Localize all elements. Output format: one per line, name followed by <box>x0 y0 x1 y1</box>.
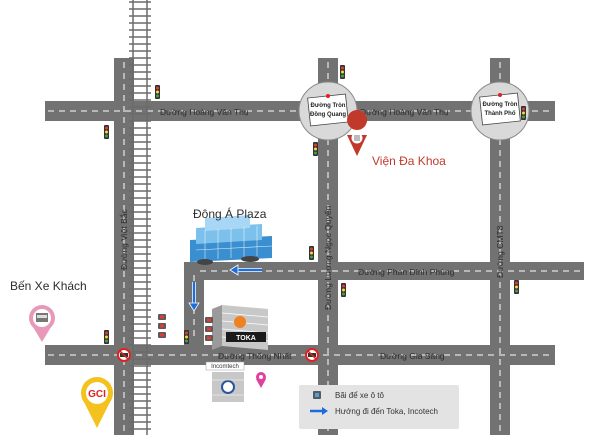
roundabout-thanh-pho: Đường Tròn Thành Phố <box>470 81 530 141</box>
traffic-light-icon <box>341 283 346 297</box>
traffic-light-icon <box>340 65 345 79</box>
parking-icon <box>158 332 166 338</box>
traffic-light-icon <box>309 246 314 260</box>
road-thong-nhat <box>45 345 555 365</box>
arrow-icon <box>310 407 328 415</box>
traffic-light-icon <box>521 106 526 120</box>
parking-icon <box>158 323 166 329</box>
traffic-lights <box>104 65 526 344</box>
traffic-light-icon <box>514 280 519 294</box>
no-car-icon <box>117 348 131 362</box>
road-network <box>45 58 584 435</box>
label-hoang-van-thu-right: Đường Hoàng Văn Thụ <box>360 107 449 117</box>
building-incotech: Incomtech <box>205 361 245 402</box>
road-viet-bac <box>114 58 134 435</box>
roundabout-thanh-pho-line2: Thành Phố <box>485 110 516 117</box>
map-pin-icon <box>29 305 55 342</box>
arrow-icon <box>188 282 200 312</box>
parking-icon <box>205 326 213 332</box>
roundabout-dong-quang-line1: Đường Tròn <box>311 103 346 109</box>
label-cmt8: Đường CMT8 <box>495 225 505 278</box>
railway-icon <box>129 0 151 435</box>
label-vien-da-khoa: Viện Đa Khoa <box>372 154 446 168</box>
logo-pin-icon: GCI <box>81 377 113 428</box>
parking-icon <box>313 391 321 399</box>
label-phan-dinh-phung: Đường Phan Đình Phùng <box>358 267 455 277</box>
building-dong-a-plaza <box>190 215 273 265</box>
label-ben-xe-khach: Bến Xe Khách <box>10 279 87 293</box>
label-viet-bac: Đường Việt Bắc <box>119 209 129 270</box>
parking-icon <box>158 314 166 320</box>
label-dong-a-plaza: Đông Á Plaza <box>193 206 267 221</box>
traffic-light-icon <box>104 125 109 139</box>
logo-gci: GCI <box>88 389 106 400</box>
legend: Bãi để xe ô tô Hướng đi đến Toka, Incote… <box>299 385 459 429</box>
map-pin-icon <box>347 110 368 156</box>
road-dashes <box>48 62 580 432</box>
parking-icon <box>205 317 213 323</box>
legend-parking-label: Bãi để xe ô tô <box>335 391 384 400</box>
road-luong-ngoc-quyen <box>318 58 338 435</box>
traffic-light-icon <box>104 330 109 344</box>
legend-direction-label: Hướng đi đến Toka, Incotech <box>335 407 438 416</box>
road-cmt8 <box>490 58 510 435</box>
traffic-light-icon <box>155 85 160 99</box>
label-toka: TOKA <box>236 335 256 342</box>
building-toka: TOKA <box>212 305 269 350</box>
traffic-light-icon <box>313 142 318 156</box>
label-incotech: Incomtech <box>211 364 239 370</box>
road-phan-dinh-phung <box>184 262 584 280</box>
map-pin-icon <box>256 372 266 388</box>
traffic-light-icon <box>184 330 189 344</box>
roundabout-thanh-pho-line1: Đường Tròn <box>483 102 518 108</box>
arrow-icon <box>229 264 262 276</box>
label-luong-ngoc-quyen: Đường Lương Ngọc Quyến <box>323 205 333 310</box>
parking-icon <box>205 335 213 341</box>
parking-icons <box>158 314 213 341</box>
label-gia-sang: Đường Gia Sàng <box>380 351 445 361</box>
label-hoang-van-thu-left: Đường Hoàng Văn Thụ <box>160 107 249 117</box>
roundabout-dong-quang-line2: Đồng Quang <box>310 112 346 118</box>
roundabout-dong-quang: Đường Tròn Đồng Quang <box>298 81 358 141</box>
label-thong-nhat: Đường Thống Nhất <box>218 351 292 361</box>
no-car-icon <box>305 348 319 362</box>
